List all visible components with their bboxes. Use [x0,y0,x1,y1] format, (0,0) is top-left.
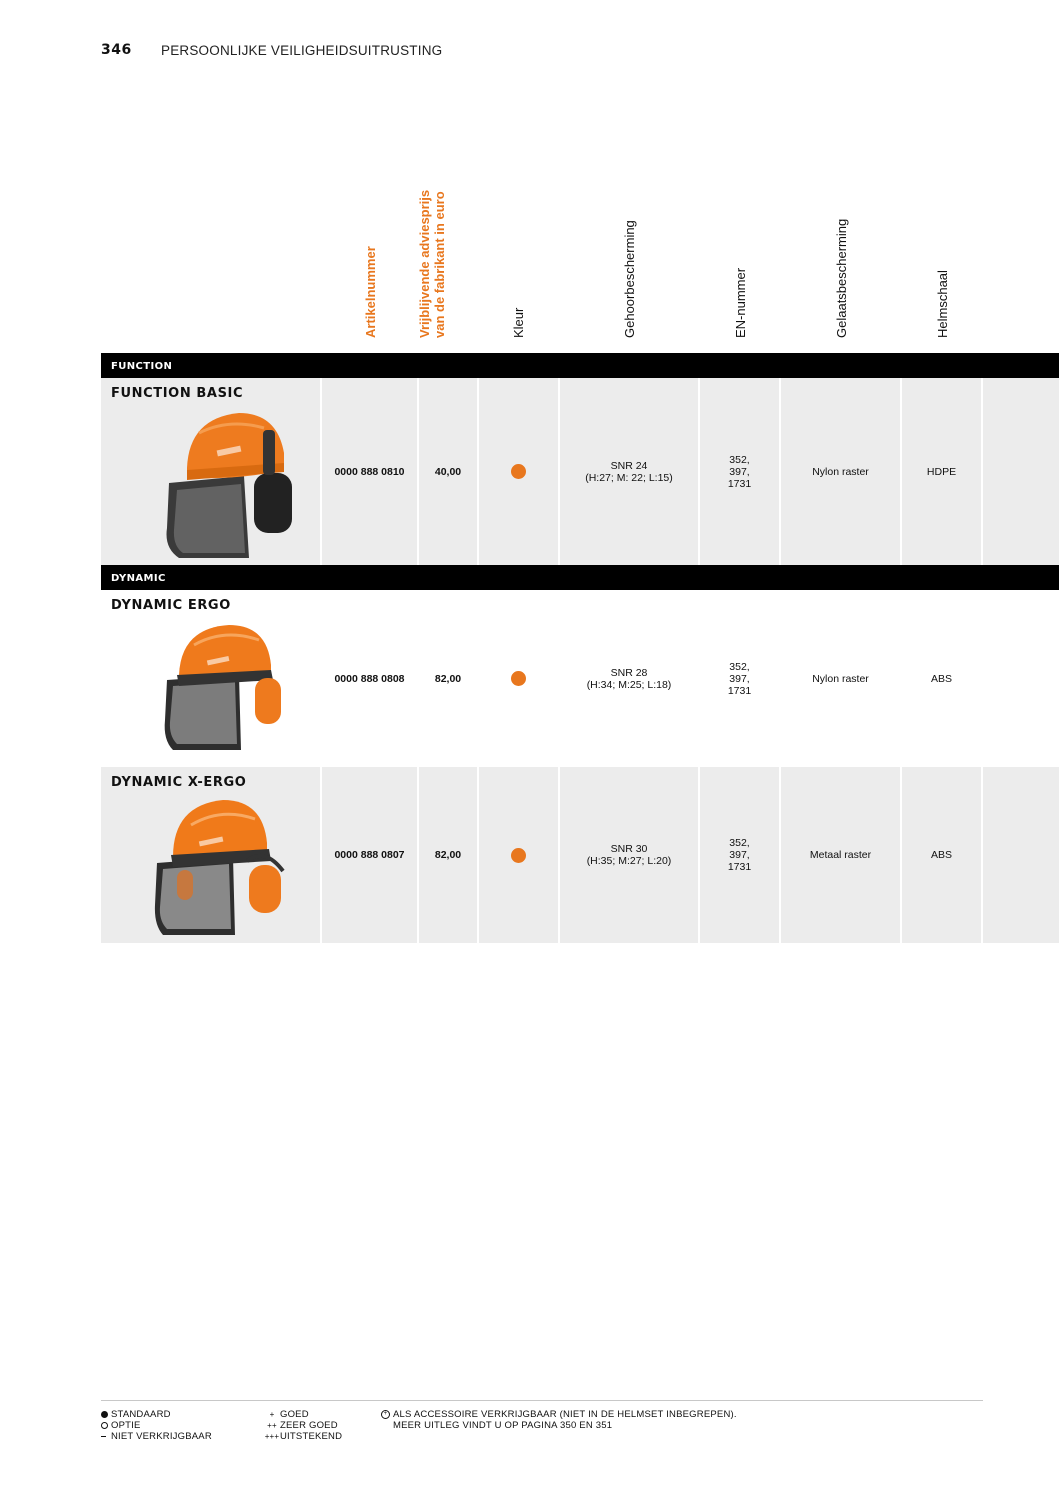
col-header-helmschaal: Helmschaal [935,270,950,338]
helmet-shell-cell: ABS [902,767,983,943]
price-cell: 40,00 [419,378,479,565]
color-dot-orange [511,847,526,863]
product-table: FUNCTION FUNCTION BASIC 0000 888 0810 40… [101,353,1059,943]
color-cell [479,378,560,565]
product-name: FUNCTION BASIC [111,386,244,401]
price-cell: 82,00 [419,767,479,943]
page-header: 346 PERSOONLIJKE VEILIGHEIDSUITRUSTING [101,41,442,59]
product-name: DYNAMIC ERGO [111,598,231,613]
product-name: DYNAMIC X-ERGO [111,775,247,790]
empty-cell [983,590,1059,767]
artikelnummer-cell: 0000 888 0810 [322,378,419,565]
product-cell: DYNAMIC ERGO [101,590,322,767]
page-section-title: PERSOONLIJKE VEILIGHEIDSUITRUSTING [161,42,443,58]
table-row: FUNCTION BASIC 0000 888 0810 40,00 SNR 2… [101,378,1059,565]
filled-circle-icon [101,1411,108,1418]
helmet-shell-cell: HDPE [902,378,983,565]
legend-availability: STANDAARD OPTIE NIET VERKRIJGBAAR [101,1409,212,1442]
triple-plus-icon: +++ [264,1432,280,1441]
page-number: 346 [101,42,132,58]
color-cell [479,767,560,943]
empty-cell [983,767,1059,943]
plus-icon: + [269,1410,275,1419]
hearing-cell: SNR 28(H:34; M:25; L:18) [560,590,700,767]
artikelnummer-cell: 0000 888 0808 [322,590,419,767]
helmet-dynamic-ergo-image [164,625,281,750]
legend-rating: +GOED ++ZEER GOED +++UITSTEKEND [264,1409,343,1442]
helmet-shell-cell: ABS [902,590,983,767]
empty-cell [983,378,1059,565]
footer-divider [101,1400,983,1401]
col-header-en-nummer: EN-nummer [733,267,748,338]
color-cell [479,590,560,767]
en-number-cell: 352,397,1731 [700,767,781,943]
col-header-gelaatsbescherming: Gelaatsbescherming [834,218,849,338]
helmet-dynamic-x-ergo-image [154,800,285,935]
double-plus-icon: ++ [267,1421,277,1430]
helmet-function-basic-image [166,413,292,558]
price-cell: 82,00 [419,590,479,767]
accessory-circle-icon: + [381,1410,390,1419]
column-headers: Artikelnummer Vrijblijvende adviesprijs … [0,180,1059,340]
open-circle-icon [101,1422,108,1429]
table-row: DYNAMIC ERGO 0000 888 0808 82,00 SNR 28(… [101,590,1059,767]
table-row: DYNAMIC X-ERGO 0000 888 0807 82,00 SNR 3… [101,767,1059,943]
col-header-artikelnummer: Artikelnummer [363,246,378,338]
group-bar-function: FUNCTION [101,353,1059,378]
face-protection-cell: Metaal raster [781,767,902,943]
artikelnummer-cell: 0000 888 0807 [322,767,419,943]
color-dot-orange [511,671,526,686]
group-bar-dynamic: DYNAMIC [101,565,1059,590]
product-cell: FUNCTION BASIC [101,378,322,565]
col-header-gehoorbescherming: Gehoorbescherming [622,220,637,338]
en-number-cell: 352,397,1731 [700,378,781,565]
face-protection-cell: Nylon raster [781,590,902,767]
color-dot-orange [511,464,526,479]
col-header-kleur: Kleur [511,307,526,338]
product-cell: DYNAMIC X-ERGO [101,767,322,943]
col-header-price: Vrijblijvende adviesprijs van de fabrika… [417,189,447,338]
hearing-cell: SNR 24(H:27; M: 22; L:15) [560,378,700,565]
legend-accessory-note: +ALS ACCESSOIRE VERKRIJGBAAR (NIET IN DE… [381,1409,737,1431]
en-number-cell: 352,397,1731 [700,590,781,767]
hearing-cell: SNR 30(H:35; M:27; L:20) [560,767,700,943]
face-protection-cell: Nylon raster [781,378,902,565]
dash-icon [101,1435,106,1438]
